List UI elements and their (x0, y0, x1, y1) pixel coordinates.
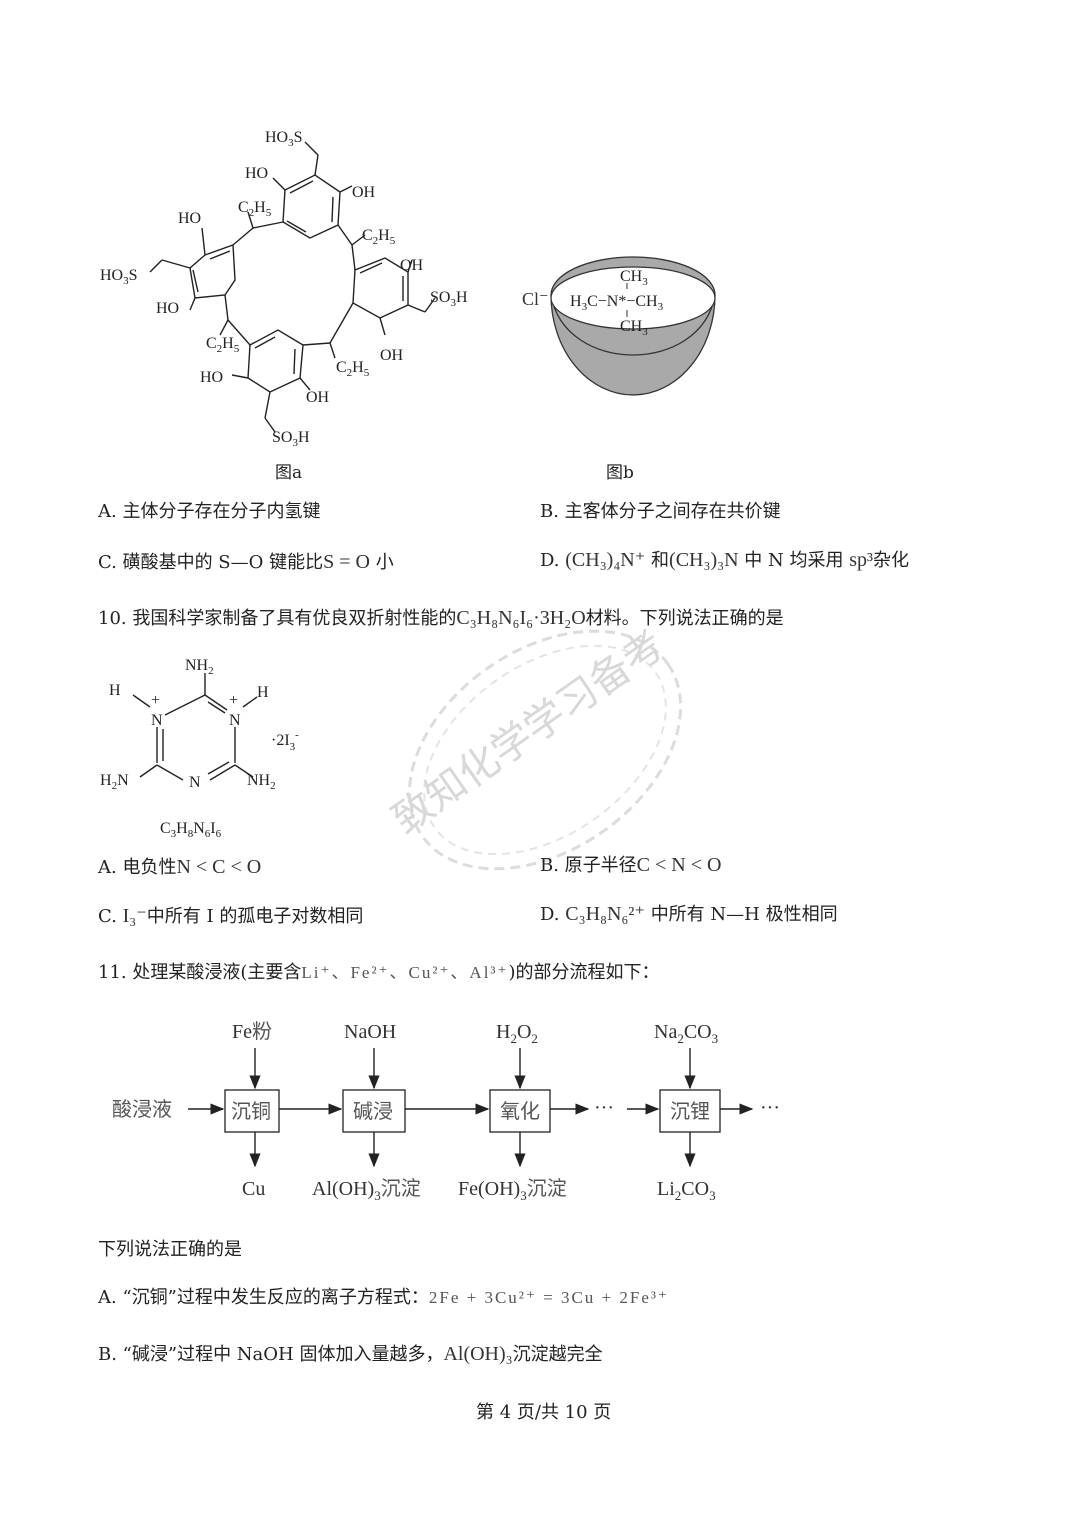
svg-text:N: N (151, 712, 163, 729)
c2h5-label: C2H5 (336, 359, 370, 379)
q9-option-c: C. 磺酸基中的 S—O 键能比S = O 小 (98, 551, 394, 573)
oh-label: OH (380, 347, 404, 364)
q11-option-b: B. “碱浸”过程中 NaOH 固体加入量越多，Al(OH)₃沉淀越完全 (98, 1343, 603, 1365)
svg-text:H: H (257, 684, 269, 701)
q11-stem: 11. 处理某酸浸液(主要含Li⁺、Fe²⁺、Cu²⁺、Al³⁺)的部分流程如下… (98, 962, 660, 983)
step-name: 碱浸 (353, 1099, 393, 1123)
oh-label: OH (306, 389, 330, 406)
q10-option-b: B. 原子半径C < N < O (540, 854, 722, 876)
so3h-left-label: HO3S (100, 267, 138, 287)
flow-ellipsis: ··· (594, 1097, 614, 1119)
formula: (CH₃)₄N⁺ (565, 549, 646, 571)
so3h-bottom-label: SO3H (272, 429, 310, 449)
flow-input: 酸浸液 (112, 1097, 172, 1121)
formula: N < C < O (176, 856, 262, 878)
svg-text:NH2: NH2 (185, 657, 214, 677)
q10-option-a: A. 电负性N < C < O (98, 856, 262, 878)
svg-text:N: N (189, 774, 201, 791)
ho-label: HO (178, 210, 201, 227)
flow-ellipsis: ··· (760, 1097, 780, 1119)
svg-text:NH2: NH2 (247, 772, 276, 792)
q10-option-d: D. C₃H₈N₆²⁺ 中所有 N—H 极性相同 (540, 903, 838, 925)
figure-a-caption: 图a (275, 463, 303, 483)
svg-text:H2N: H2N (100, 772, 129, 792)
q10-stem: 10. 我国科学家制备了具有优良双折射性能的C₃H₈N₆I₆·3H₂O材料。下列… (98, 607, 784, 629)
reagent: Fe粉 (232, 1019, 272, 1043)
q9-option-a: A. 主体分子存在分子内氢键 (98, 501, 321, 522)
chloride-anion: Cl⁻ (522, 289, 549, 309)
step-name: 沉锂 (670, 1099, 710, 1123)
calixarene-structure: HO3S HO OH C2H5 HO C2H5 HO3S OH SO3H HO … (100, 129, 468, 449)
figure-b-caption: 图b (606, 463, 634, 483)
process-flowchart: 酸浸液 沉铜 碱浸 氧化 沉锂 ··· ··· Fe粉 NaOH H2O2 Na… (100, 1010, 820, 1210)
so3h-top-label: HO3S (265, 129, 303, 149)
formula: I₃⁻ (122, 905, 147, 927)
oh-label: OH (352, 184, 376, 201)
q11-question: 下列说法正确的是 (98, 1239, 242, 1260)
so3h-right-label: SO3H (430, 289, 468, 309)
c2h5-label: C2H5 (238, 199, 272, 219)
svg-text:N: N (229, 712, 241, 729)
formula: C₃H₈N₆I₆·3H₂O (456, 607, 586, 629)
svg-text:+: + (229, 692, 238, 709)
step-name: 沉铜 (231, 1099, 271, 1123)
product: Fe(OH)3沉淀 (458, 1176, 567, 1203)
counter-ion: ·2I3- (271, 729, 299, 753)
ho-label: HO (245, 165, 268, 182)
step-box-1 (224, 1089, 280, 1133)
structure-formula: C3H8N6I6 (160, 820, 222, 840)
formula: S = O (323, 551, 370, 573)
ionic-equation: 2Fe + 3Cu²⁺ = 3Cu + 2Fe³⁺ (428, 1288, 669, 1307)
q11-option-a: A. “沉铜”过程中发生反应的离子方程式：2Fe + 3Cu²⁺ = 3Cu +… (98, 1287, 669, 1308)
melaminium-structure: NH2 H H + + N N N H2N NH2 ·2I3- C3H8N6I6 (95, 645, 325, 840)
host-guest-bowl: CH3 H3C−N*−CH3 CH3 (550, 256, 716, 396)
formula: (CH₃)₃N (669, 549, 739, 571)
svg-text:H: H (109, 682, 121, 699)
step-box-3 (489, 1089, 551, 1133)
figure-b: CH3 H3C−N*−CH3 CH3 (515, 255, 716, 415)
figure-a: HO3S HO OH C2H5 HO C2H5 HO3S OH SO3H HO … (90, 120, 490, 480)
svg-text:致知化学学习备考: 致知化学学习备考 (384, 622, 673, 843)
oh-label: OH (400, 257, 424, 274)
watermark: 致知化学学习备考 (384, 622, 705, 875)
step-box-2 (342, 1089, 406, 1133)
page-footer: 第 4 页/共 10 页 (476, 1402, 612, 1423)
step-name: 氧化 (500, 1099, 540, 1123)
product: Al(OH)3沉淀 (312, 1176, 421, 1203)
product: Li2CO3 (657, 1178, 716, 1203)
ho-label: HO (156, 300, 179, 317)
reagent: Na2CO3 (654, 1021, 718, 1046)
svg-text:CH3: CH3 (620, 318, 648, 338)
q9-option-d: D. (CH₃)₄N⁺ 和(CH₃)₃N 中 N 均采用 sp³杂化 (540, 549, 909, 571)
ion-list: Li⁺、Fe²⁺、Cu²⁺、Al³⁺ (301, 963, 509, 982)
q10-option-c: C. I₃⁻中所有 I 的孤电子对数相同 (98, 905, 364, 927)
formula: Al(OH)₃ (443, 1343, 513, 1365)
ho-label: HO (200, 369, 223, 386)
product: Cu (242, 1178, 265, 1200)
formula: C < N < O (636, 854, 722, 876)
svg-text:+: + (151, 692, 160, 709)
formula: sp³ (849, 549, 873, 571)
svg-text:H3C−N*−CH3: H3C−N*−CH3 (570, 293, 664, 313)
c2h5-label: C2H5 (362, 227, 396, 247)
reagent: NaOH (344, 1021, 396, 1043)
q9-option-b: B. 主客体分子之间存在共价键 (540, 501, 781, 522)
reagent: H2O2 (496, 1021, 538, 1046)
c2h5-label: C2H5 (206, 335, 240, 355)
formula: C₃H₈N₆²⁺ (565, 903, 645, 925)
